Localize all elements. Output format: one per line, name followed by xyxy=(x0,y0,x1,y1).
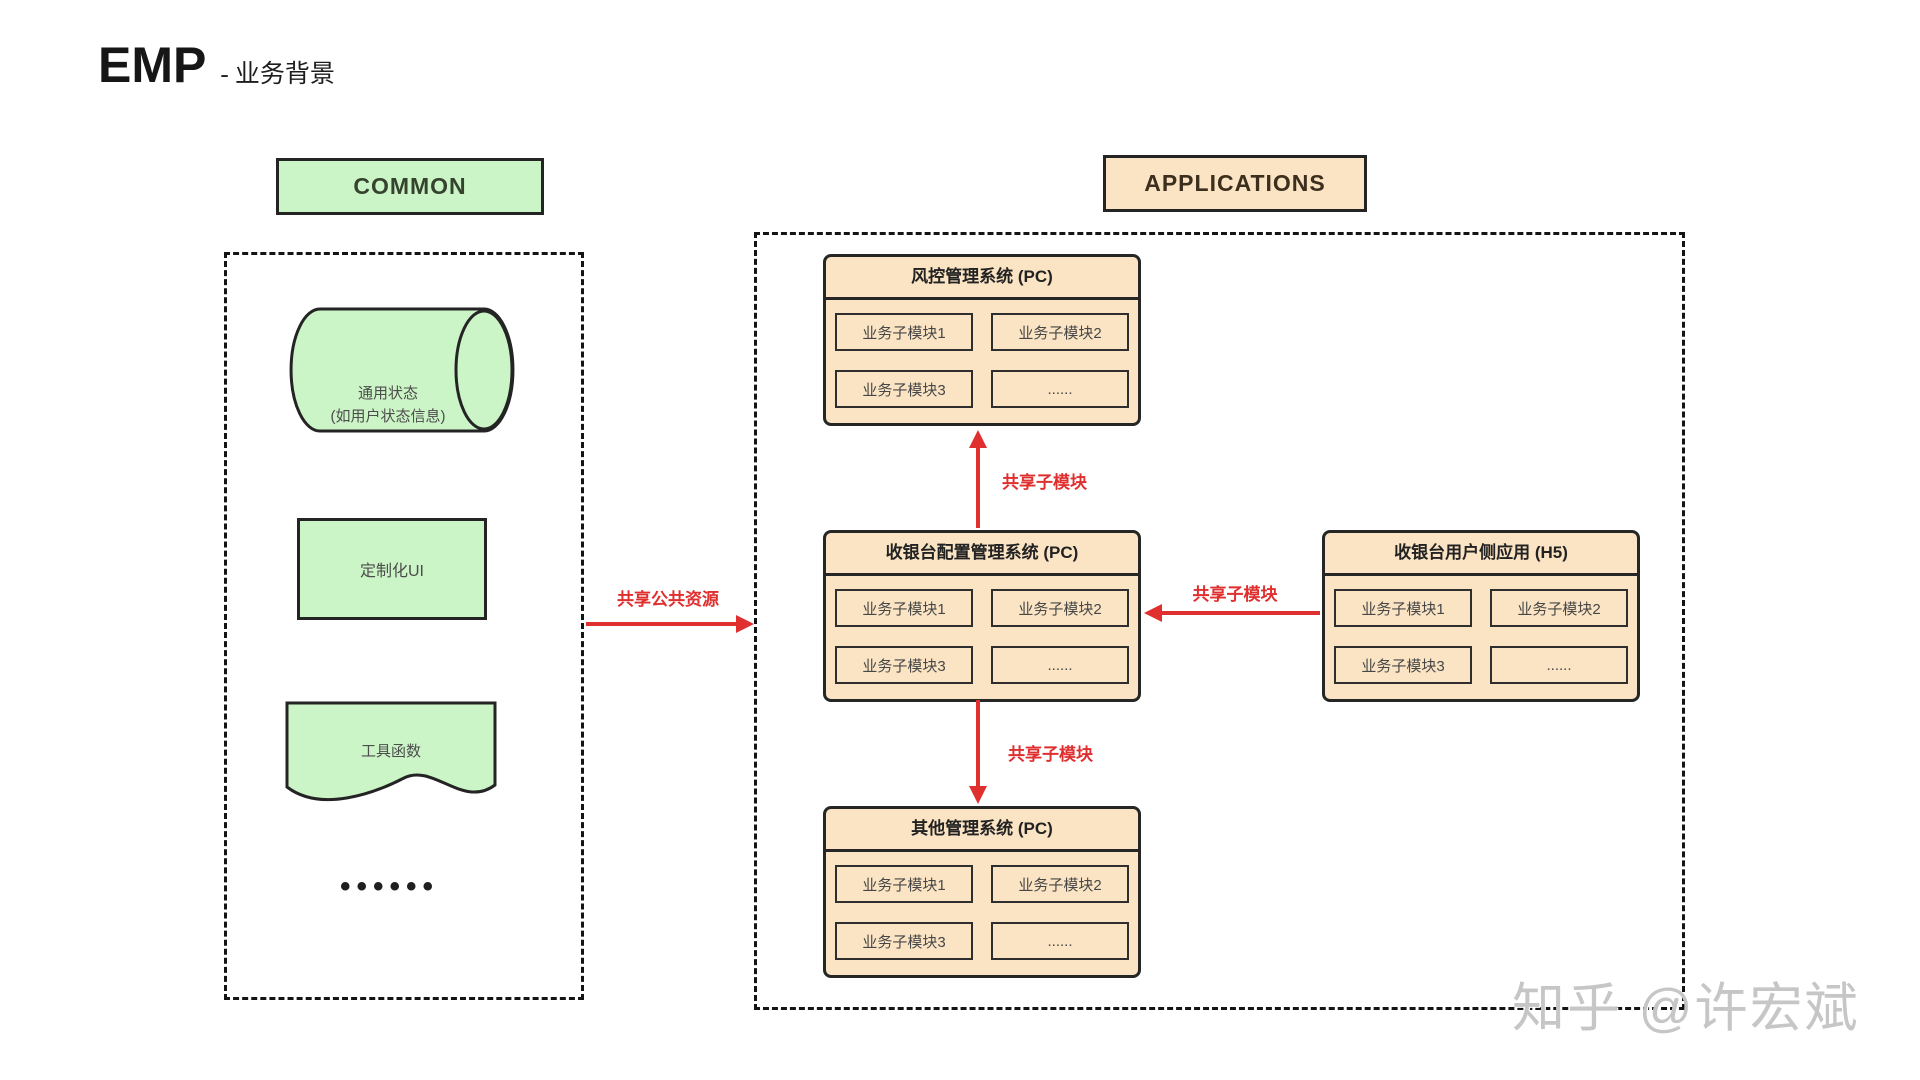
app-modules: 业务子模块1 业务子模块2 业务子模块3...... xyxy=(826,852,1138,960)
app-card-risk-mgmt: 风控管理系统 (PC) 业务子模块1 业务子模块2 业务子模块3...... xyxy=(823,254,1141,426)
cylinder-label-line1: 通用状态 xyxy=(357,385,418,402)
share-module-left-label: 共享子模块 xyxy=(1192,585,1278,604)
module-box: 业务子模块3 xyxy=(835,370,973,408)
module-box: 业务子模块1 xyxy=(835,313,973,351)
app-card-cashier-h5: 收银台用户侧应用 (H5) 业务子模块1 业务子模块2 业务子模块3...... xyxy=(1322,530,1640,702)
app-card-other-mgmt: 其他管理系统 (PC) 业务子模块1 业务子模块2 业务子模块3...... xyxy=(823,806,1141,978)
module-box: ...... xyxy=(991,370,1129,408)
applications-header: APPLICATIONS xyxy=(1103,155,1367,212)
cylinder-shape xyxy=(289,307,515,433)
app-card-title: 收银台用户侧应用 (H5) xyxy=(1325,533,1637,576)
page-title-main: EMP xyxy=(98,37,207,93)
common-header: COMMON xyxy=(276,158,544,215)
document-shape xyxy=(285,701,497,802)
app-card-title: 其他管理系统 (PC) xyxy=(826,809,1138,852)
common-container xyxy=(224,252,584,1000)
module-box: 业务子模块1 xyxy=(835,865,973,903)
app-card-title: 收银台配置管理系统 (PC) xyxy=(826,533,1138,576)
module-box: 业务子模块2 xyxy=(991,313,1129,351)
module-box: 业务子模块3 xyxy=(835,922,973,960)
document-label: 工具函数 xyxy=(360,743,421,760)
cylinder-label-line2: (如用户状态信息) xyxy=(330,408,446,426)
watermark: 知乎 @许宏斌 xyxy=(1512,979,1860,1038)
module-box: 业务子模块3 xyxy=(1334,646,1472,684)
module-box: 业务子模块1 xyxy=(1334,589,1472,627)
module-box: 业务子模块2 xyxy=(991,865,1129,903)
module-box: ...... xyxy=(1490,646,1628,684)
module-box: 业务子模块1 xyxy=(835,589,973,627)
share-resources-arrow xyxy=(586,615,754,633)
page-title-sub: - 业务背景 xyxy=(220,61,335,88)
module-box: 业务子模块2 xyxy=(991,589,1129,627)
module-box: ...... xyxy=(991,646,1129,684)
module-box: 业务子模块3 xyxy=(835,646,973,684)
app-modules: 业务子模块1 业务子模块2 业务子模块3...... xyxy=(1325,576,1637,684)
app-modules: 业务子模块1 业务子模块2 业务子模块3...... xyxy=(826,300,1138,408)
app-card-title: 风控管理系统 (PC) xyxy=(826,257,1138,300)
app-modules: 业务子模块1 业务子模块2 业务子模块3...... xyxy=(826,576,1138,684)
share-resources-label: 共享公共资源 xyxy=(617,590,719,609)
custom-ui-shape: 定制化UI xyxy=(297,518,487,620)
share-module-up-label: 共享子模块 xyxy=(1002,473,1087,492)
more-items-dots: •••••• xyxy=(340,870,440,903)
share-module-down-label: 共享子模块 xyxy=(1008,745,1093,764)
module-box: ...... xyxy=(991,922,1129,960)
applications-container xyxy=(754,232,1685,1010)
cylinder-label: 通用状态 (如用户状态信息) xyxy=(288,382,488,429)
app-card-cashier-config-mgmt: 收银台配置管理系统 (PC) 业务子模块1 业务子模块2 业务子模块3...... xyxy=(823,530,1141,702)
page-title: EMP - 业务背景 xyxy=(98,36,335,94)
module-box: 业务子模块2 xyxy=(1490,589,1628,627)
